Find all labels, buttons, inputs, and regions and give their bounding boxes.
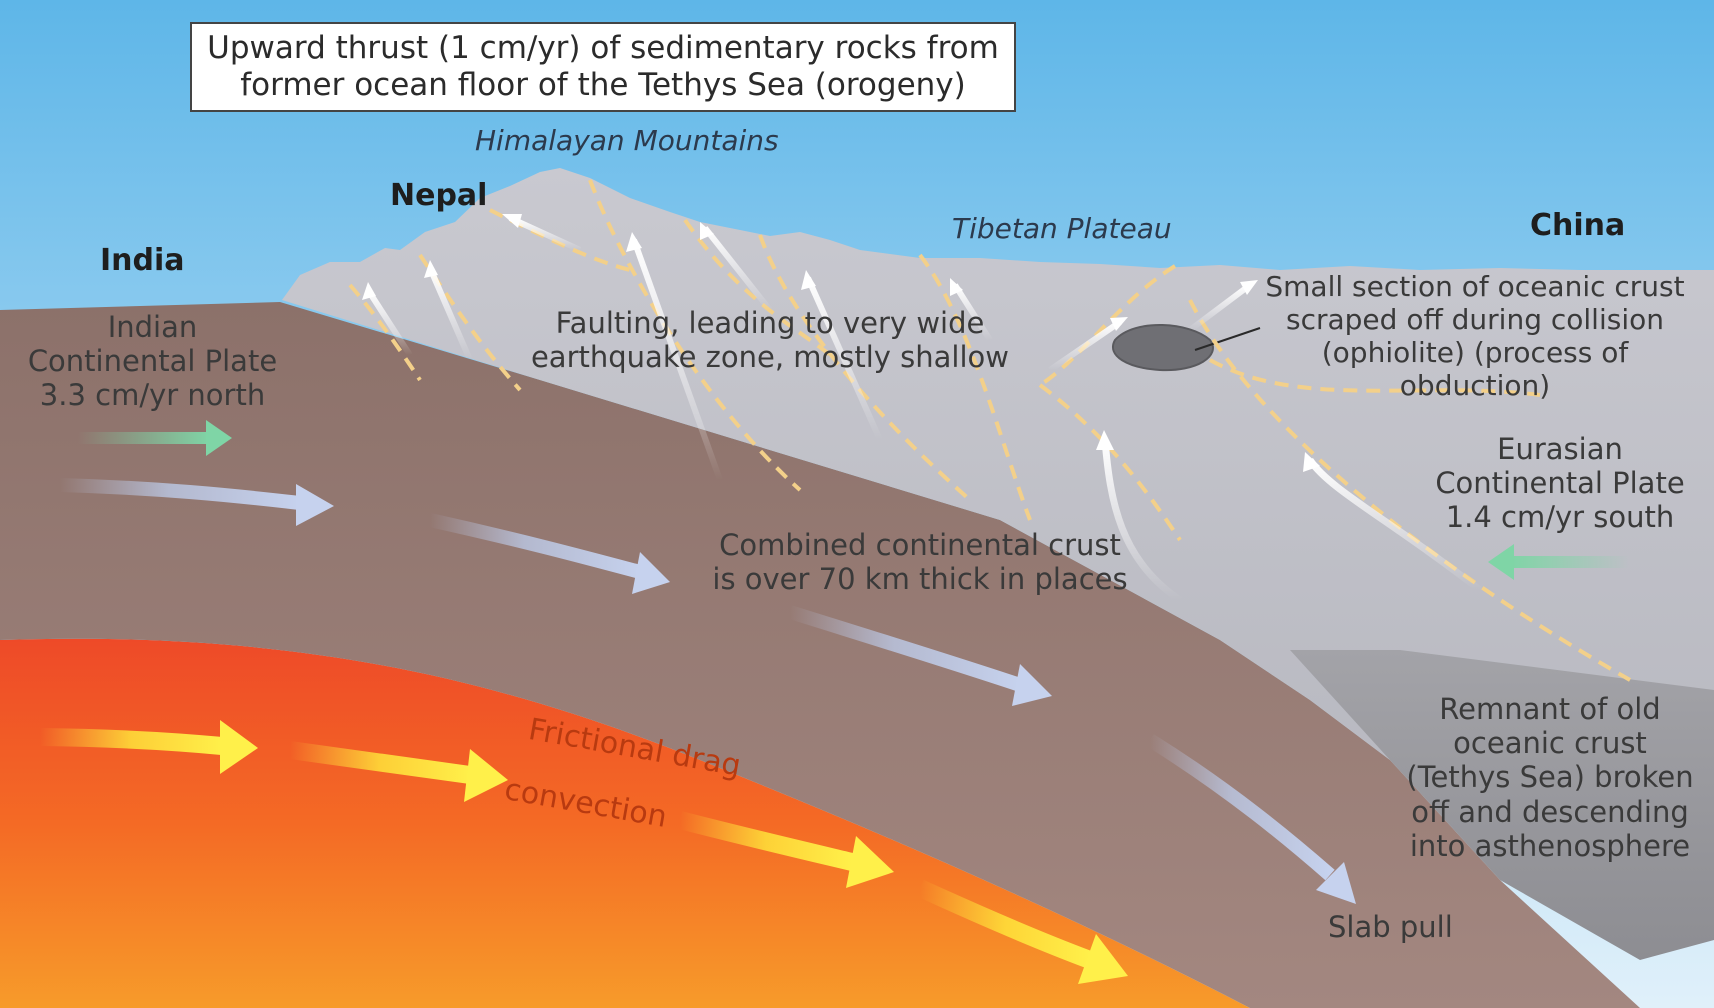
place-india: India [100,243,185,278]
fault-line [918,253,1032,521]
fault-line [1038,264,1177,387]
label-remnant-crust: Remnant of old oceanic crust (Tethys Sea… [1406,692,1694,863]
thrust-arrow [702,226,773,312]
thrust-arrow-head [362,282,376,300]
subduction-arrow [1146,734,1335,881]
fault-line [1188,299,1631,682]
thrust-arrow [427,266,473,362]
place-himalayan-mountains: Himalayan Mountains [475,124,779,157]
place-china: China [1530,208,1626,243]
thrust-arrow-head [1096,430,1114,450]
subduction-arrow [59,478,301,510]
thrust-arrow [631,238,723,482]
convection-arrow-head [846,836,894,888]
label-ophiolite: Small section of oceanic crust scraped o… [1265,270,1685,403]
convection-arrows [39,720,1128,984]
convection-arrow-head [1078,934,1128,984]
subduction-arrow-head [1316,862,1356,904]
north-arrow-head [206,420,232,456]
convection-arrow [916,879,1094,969]
label-slab-pull: Slab pull [1328,910,1453,944]
place-tibetan-plateau: Tibetan Plateau [952,212,1172,245]
ophiolite-fragment [1112,323,1214,372]
convection-arrow [677,811,855,871]
subduction-arrow-head [632,552,670,594]
asthenosphere-mantle [0,638,1250,1008]
subduction-arrow-head [296,484,334,526]
thrust-arrow [1101,439,1182,603]
label-indian-plate: Indian Continental Plate 3.3 cm/yr north [27,310,278,413]
thrust-arrow-head [1303,452,1320,472]
label-faulting: Faulting, leading to very wide earthquak… [530,306,1010,375]
thrust-arrow-head [801,270,816,290]
label-eurasian-plate: Eurasian Continental Plate 1.4 cm/yr sou… [1435,432,1685,535]
subduction-arrow-head [1012,664,1052,706]
subduction-arrows [59,478,1356,904]
thrust-arrow [365,288,413,357]
north-arrow-shaft [78,432,210,444]
remnant-oceanic-crust [1290,650,1714,960]
eurasian-continental-plate [282,168,1714,940]
thrust-arrow [1307,457,1483,593]
place-nepal: Nepal [390,178,488,213]
thrust-arrow [952,283,993,342]
fault-line [1038,383,1182,542]
thrust-arrow [1048,319,1122,373]
thrust-arrows [362,214,1483,603]
ophiolite-pointer [1194,327,1261,351]
convection-arrow-head [464,749,508,802]
thrust-arrow-head [950,278,963,296]
thrust-arrow-head [700,222,714,240]
subduction-arrow [428,513,642,579]
thrust-arrow [508,215,582,253]
thrust-arrow-head [1240,280,1258,295]
thrust-arrow [1188,282,1252,333]
convection-arrow [39,728,223,755]
label-crust-thickness: Combined continental crust is over 70 km… [712,528,1128,597]
thrust-arrow-head [502,214,522,228]
subduction-arrow [787,605,1023,692]
indian-continental-plate [0,302,1640,1008]
thrust-arrow-head [626,232,642,252]
convection-arrow-head [220,720,258,774]
thrust-arrow-head [1110,317,1128,331]
south-arrow-head [1488,544,1514,580]
fault-line [418,253,522,392]
diagram-title: Upward thrust (1 cm/yr) of sedimentary r… [207,30,999,103]
convection-arrow [288,741,472,784]
thrust-arrow-head [424,260,438,278]
title-box: Upward thrust (1 cm/yr) of sedimentary r… [190,22,1016,112]
south-arrow-shaft [1510,556,1630,568]
thrust-arrow [805,276,883,442]
plate-motion-arrows [78,420,1630,580]
fault-line [1209,358,1541,397]
